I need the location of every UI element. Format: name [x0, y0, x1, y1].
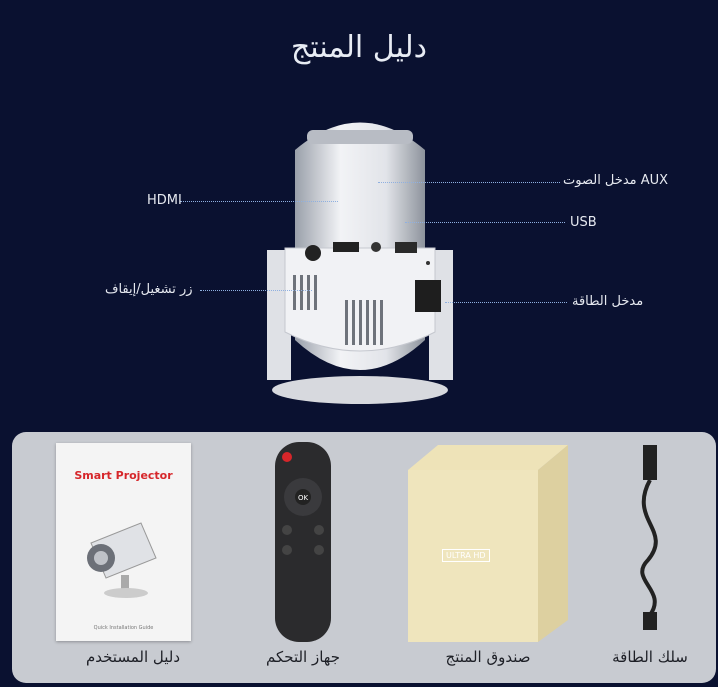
power-cable-label: سلك الطاقة	[612, 648, 688, 666]
hdmi-label: HDMI	[147, 193, 182, 208]
user-manual-image: Smart Projector Quick Installation Guide	[56, 443, 191, 641]
usb-label: USB	[570, 215, 597, 230]
box-badge: ULTRA HD	[442, 549, 490, 562]
remote-control-label: جهاز التحكم	[266, 648, 340, 666]
usb-pointer	[405, 222, 565, 223]
power-input-label: مدخل الطاقة	[572, 294, 644, 309]
power-button-pointer	[200, 290, 312, 291]
power-button-label: زر تشغيل/إيقاف	[105, 282, 193, 297]
projector-icon	[87, 522, 157, 598]
user-manual-label: دليل المستخدم	[85, 648, 181, 666]
ok-button-text: OK	[298, 494, 309, 502]
aux-label: مدخل الصوت AUX	[563, 173, 669, 188]
aux-pointer	[378, 182, 560, 183]
page-title: دليل المنتج	[290, 30, 428, 65]
projector-image	[267, 122, 453, 404]
product-box-label: صندوق المنتج	[445, 648, 531, 666]
power-input-pointer	[445, 302, 567, 303]
product-box-image: ULTRA HD	[408, 445, 568, 642]
manual-cover-title: Smart Projector	[74, 469, 173, 482]
manual-cover-footer: Quick Installation Guide	[93, 625, 154, 631]
hdmi-pointer	[180, 201, 338, 202]
power-cable-image	[640, 445, 658, 630]
remote-control-image: OK	[275, 442, 331, 642]
